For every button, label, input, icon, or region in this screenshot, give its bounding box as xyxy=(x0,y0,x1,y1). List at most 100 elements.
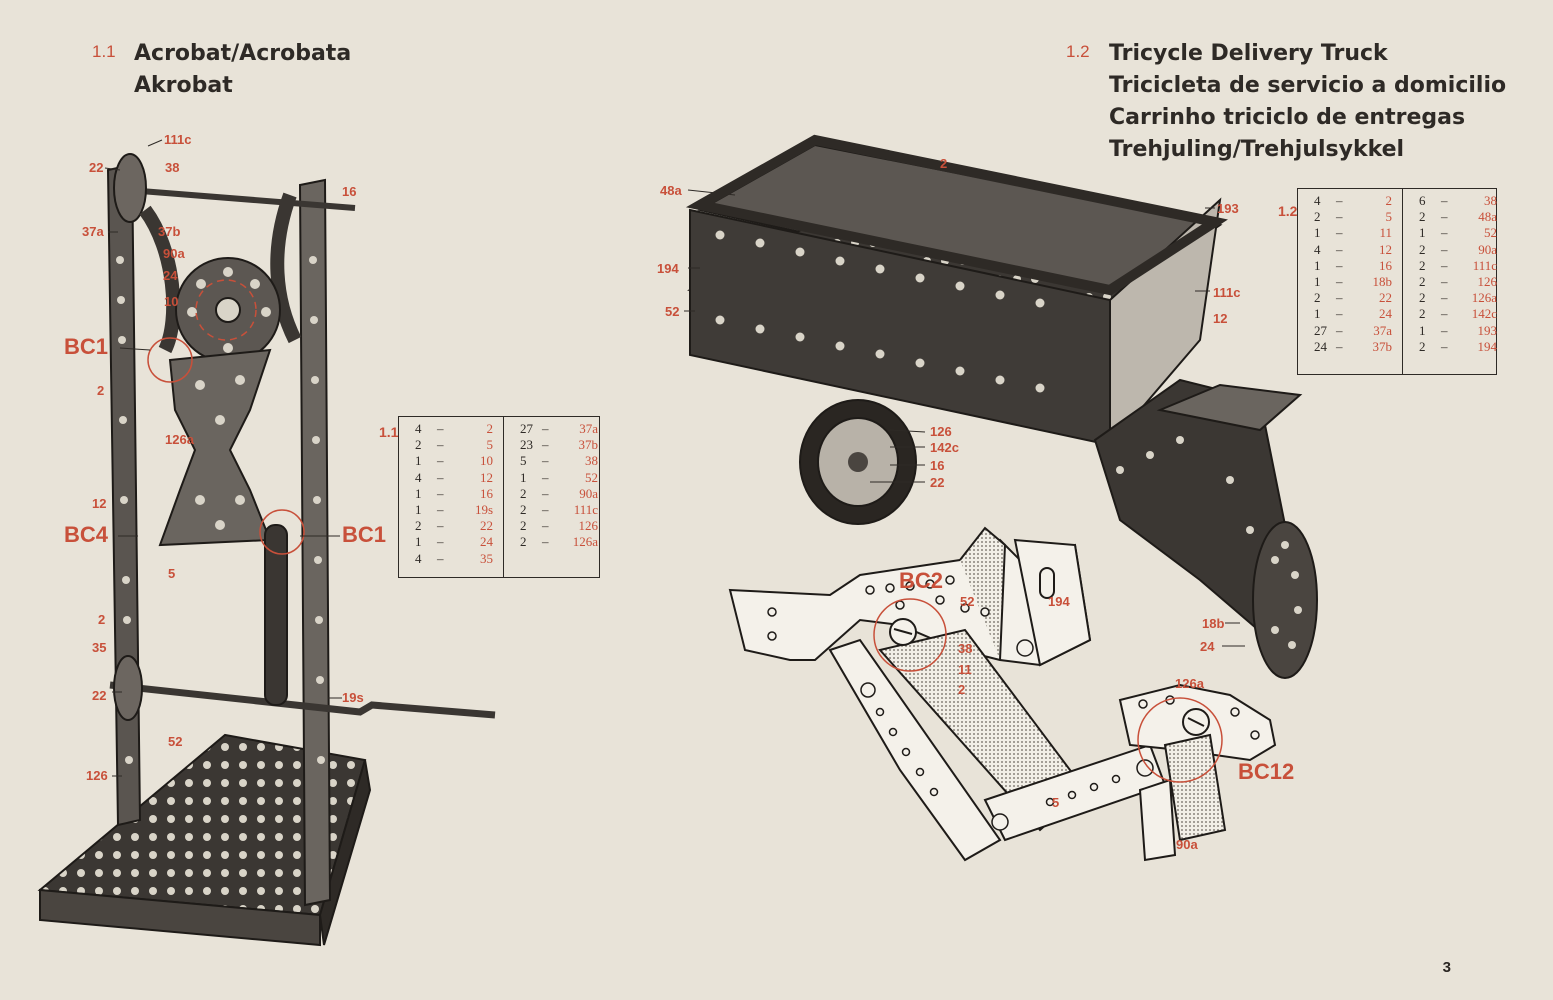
tricycle-title: Tricycle Delivery Truck Tricicleta de se… xyxy=(1109,38,1506,166)
dash: – xyxy=(1336,306,1343,322)
part-quantity: 4 xyxy=(415,469,422,485)
part-number: 38 xyxy=(1484,193,1497,208)
part-label: 16 xyxy=(930,458,945,473)
dash: – xyxy=(437,518,444,534)
dash: – xyxy=(1441,225,1448,241)
parts-row: 1–52 xyxy=(1419,225,1497,241)
parts-row: 4–2 xyxy=(415,421,493,437)
dash: – xyxy=(1336,209,1343,225)
part-label: 90a xyxy=(1176,837,1198,852)
part-number: 194 xyxy=(1477,338,1498,354)
parts-row: 2–111c xyxy=(1419,258,1497,274)
right-strip xyxy=(298,178,332,907)
part-quantity: 4 xyxy=(1314,193,1321,208)
part-label: 10 xyxy=(164,294,179,309)
parts-row: 6–38 xyxy=(1419,193,1497,209)
part-number: 12 xyxy=(1379,241,1392,257)
dash: – xyxy=(1336,241,1343,257)
part-quantity: 2 xyxy=(520,485,527,501)
acrobat-illustration xyxy=(37,139,496,947)
dash: – xyxy=(542,421,549,436)
part-number: 142c xyxy=(1471,306,1497,322)
part-quantity: 2 xyxy=(520,502,527,518)
part-number: 12 xyxy=(480,469,493,485)
dash: – xyxy=(542,437,549,453)
parts-row: 24–37b xyxy=(1314,339,1392,355)
page-number: 3 xyxy=(1442,959,1451,976)
part-label: 12 xyxy=(92,496,107,511)
part-quantity: 2 xyxy=(415,518,422,534)
part-number: 193 xyxy=(1477,322,1498,338)
part-label: 2 xyxy=(940,156,948,171)
part-label: 24 xyxy=(163,268,178,283)
parts-row: 4–2 xyxy=(1314,193,1392,209)
part-quantity: 4 xyxy=(415,421,422,436)
part-quantity: 1 xyxy=(520,469,527,485)
dash: – xyxy=(1336,338,1343,354)
part-number: 10 xyxy=(480,453,493,469)
bc2-marker xyxy=(873,598,947,672)
part-quantity: 1 xyxy=(415,502,422,518)
part-label: 2 xyxy=(958,682,966,697)
detail-drawing xyxy=(728,526,1277,862)
part-number: 126 xyxy=(578,518,599,534)
part-quantity: 1 xyxy=(1314,225,1321,241)
part-quantity: 2 xyxy=(1419,306,1426,322)
part-number: 37a xyxy=(1373,322,1392,338)
part-label: 22 xyxy=(930,475,945,490)
part-quantity: 2 xyxy=(1419,209,1426,225)
part-number: 16 xyxy=(480,485,493,501)
part-number: 90a xyxy=(1478,241,1497,257)
part-label: 22 xyxy=(92,688,107,703)
part-label: 194 xyxy=(1048,594,1070,609)
part-number: 16 xyxy=(1379,257,1392,273)
part-number: 19s xyxy=(474,502,493,518)
part-label: 193 xyxy=(1217,201,1239,216)
parts-row: 2–126 xyxy=(520,518,598,534)
parts-row: 2–48a xyxy=(1419,209,1497,225)
part-number: 52 xyxy=(585,469,598,485)
parts-row: 2–194 xyxy=(1419,339,1497,355)
part-label: 12 xyxy=(1213,311,1228,326)
dash: – xyxy=(1336,290,1343,306)
part-quantity: 2 xyxy=(1419,338,1426,354)
part-label: 2 xyxy=(98,612,106,627)
parts-row: 2–22 xyxy=(415,518,493,534)
part-label: 90a xyxy=(163,246,185,261)
part-label: 52 xyxy=(665,304,680,319)
front-wheel xyxy=(1252,521,1318,679)
acrobat-figure xyxy=(158,348,272,547)
part-quantity: 1 xyxy=(1314,274,1321,290)
part-number: 24 xyxy=(1379,306,1392,322)
part-number: 35 xyxy=(480,550,493,566)
part-label: 142c xyxy=(930,440,959,455)
parts-row: 1–16 xyxy=(1314,258,1392,274)
parts-row: 4–12 xyxy=(415,470,493,486)
parts-row: 27–37a xyxy=(520,421,598,437)
dash: – xyxy=(542,469,549,485)
dash: – xyxy=(1441,306,1448,322)
part-label: 18b xyxy=(1202,616,1225,631)
dash: – xyxy=(1441,274,1448,290)
part-quantity: 1 xyxy=(415,485,422,501)
part-label: 126a xyxy=(165,432,194,447)
parts-row: 2–90a xyxy=(520,486,598,502)
dash: – xyxy=(1336,274,1343,290)
bc12-marker xyxy=(1137,697,1223,783)
part-quantity: 2 xyxy=(520,534,527,550)
dash: – xyxy=(1441,241,1448,257)
parts-row: 2–90a xyxy=(1419,242,1497,258)
bc2-callout: BC2 xyxy=(899,568,944,593)
part-number: 126a xyxy=(572,534,598,550)
parts-row: 27–37a xyxy=(1314,323,1392,339)
part-label: 111c xyxy=(1213,285,1241,300)
part-quantity: 2 xyxy=(415,437,422,453)
dash: – xyxy=(1441,209,1448,225)
part-number: 37b xyxy=(1372,338,1393,354)
parts-row: 4–12 xyxy=(1314,242,1392,258)
part-number: 37a xyxy=(579,421,598,436)
dash: – xyxy=(1336,257,1343,273)
part-number: 24 xyxy=(480,534,493,550)
